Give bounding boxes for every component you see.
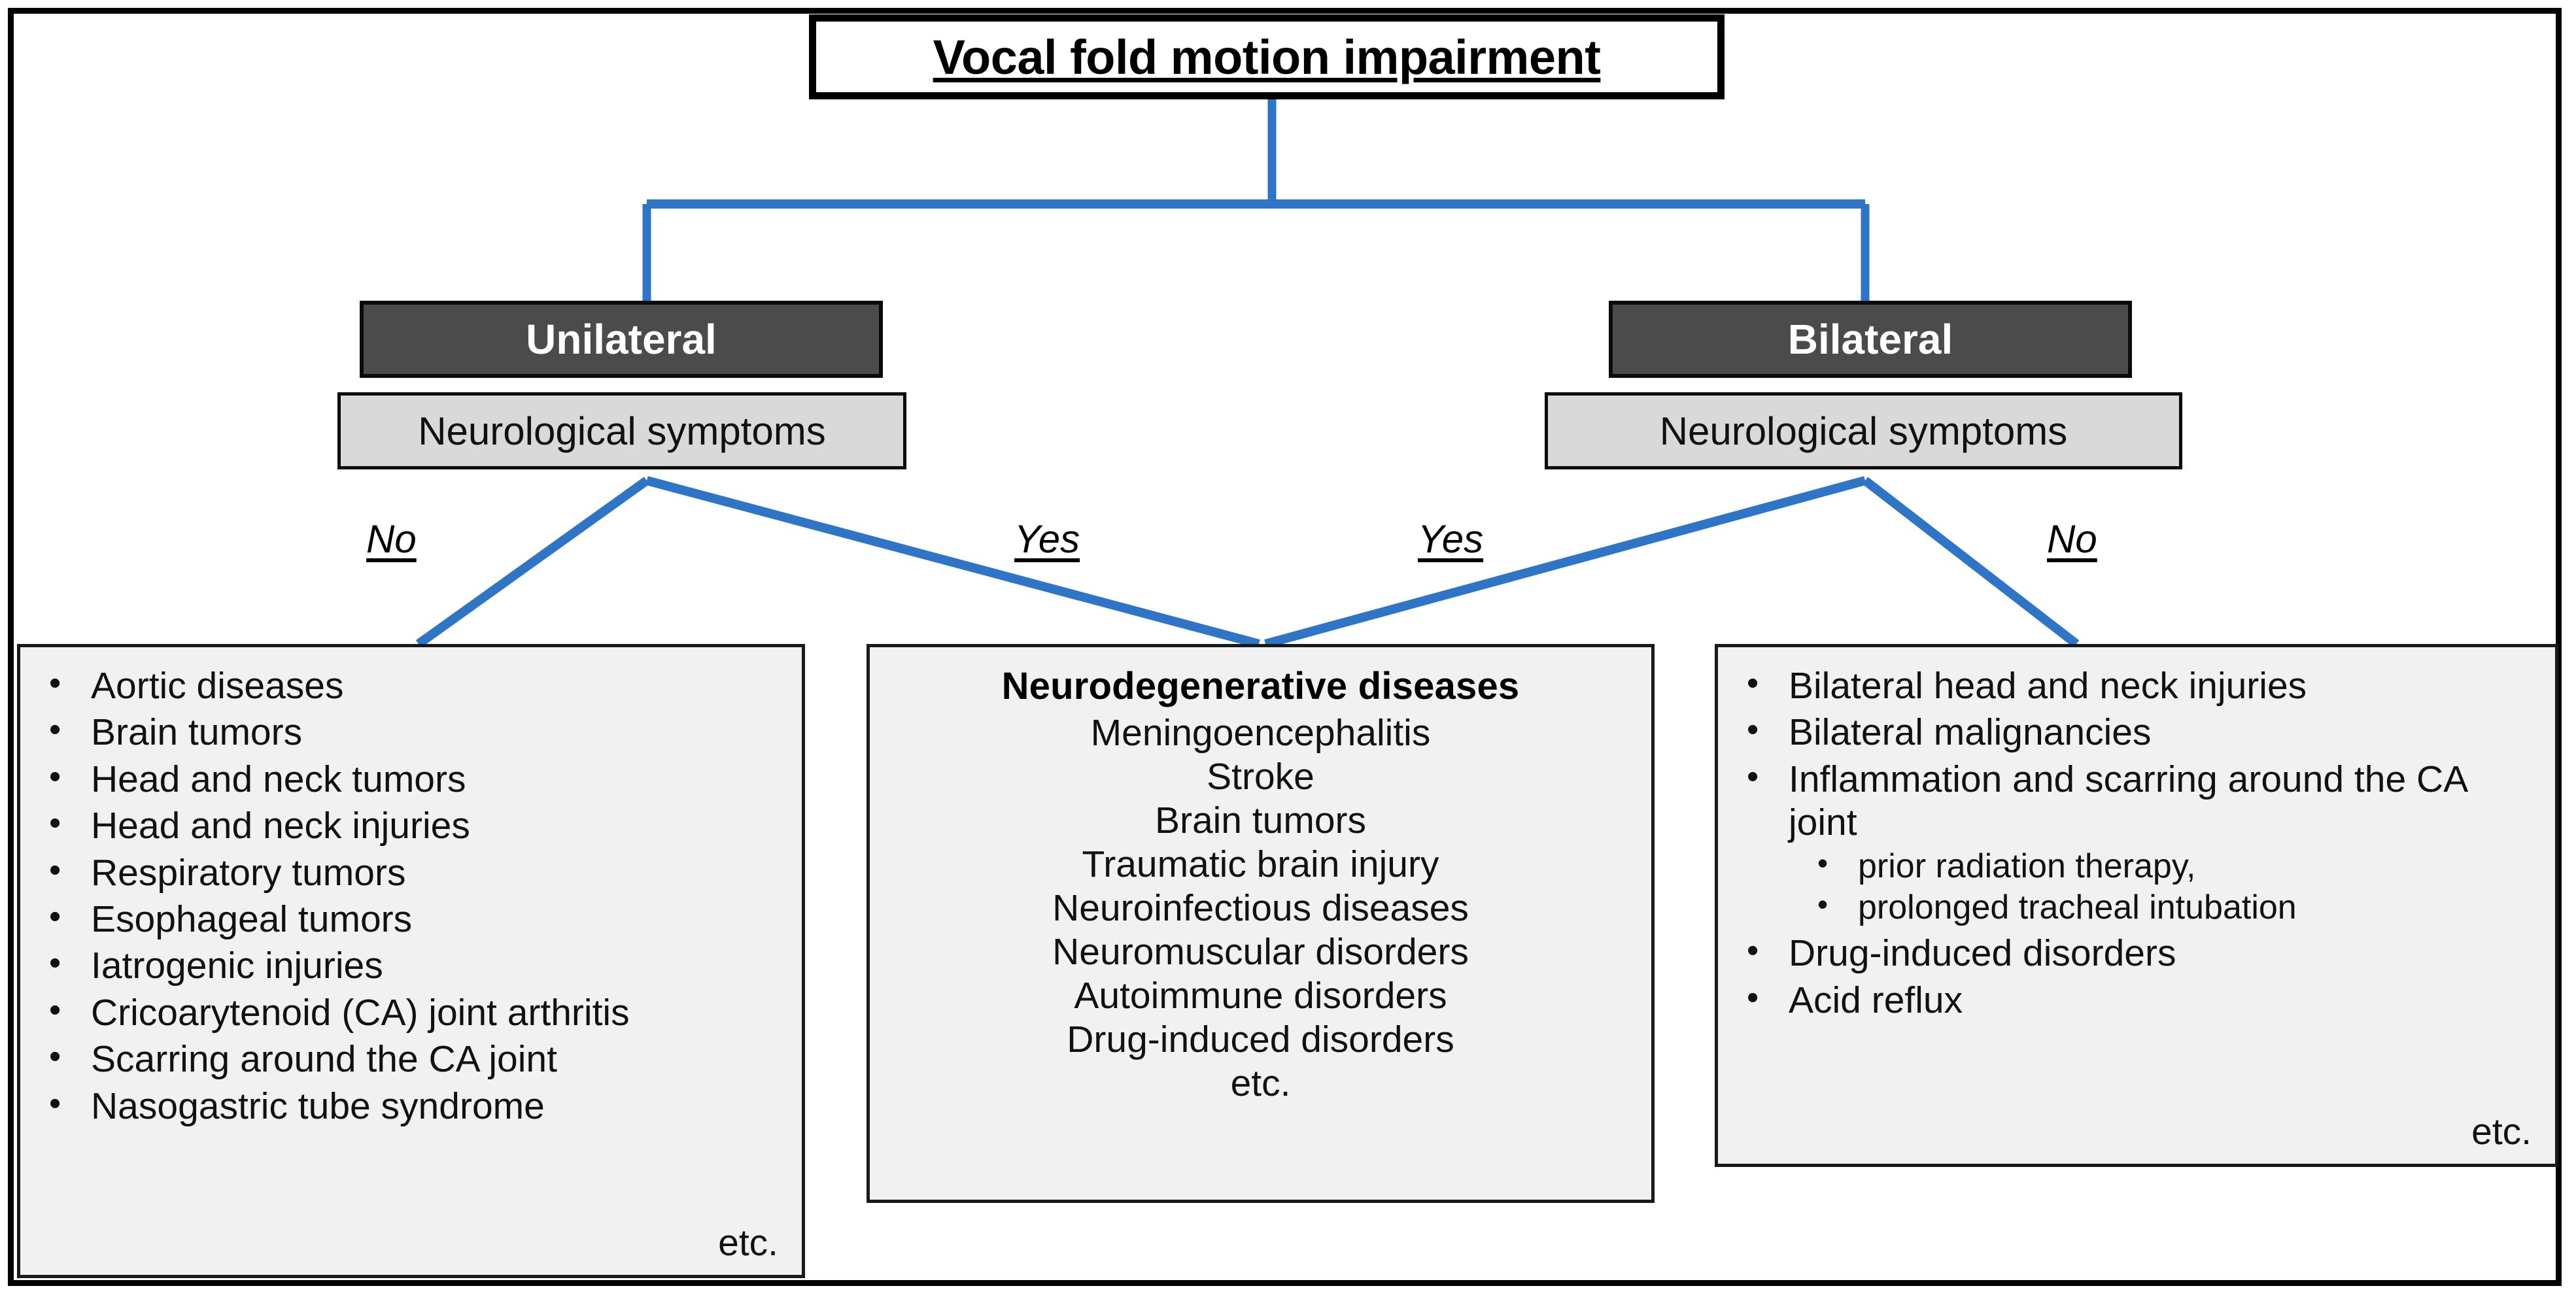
list-item: Head and neck injuries bbox=[40, 803, 782, 847]
list-box-unilateral-no: Aortic diseases Brain tumors Head and ne… bbox=[17, 644, 805, 1278]
list-item-label: Bilateral head and neck injuries bbox=[1789, 665, 2307, 707]
list-item-label: Head and neck tumors bbox=[91, 758, 466, 800]
list-bilateral-no-items: Bilateral head and neck injuries Bilater… bbox=[1738, 663, 2535, 1022]
branch-label-bilateral: Bilateral bbox=[1787, 316, 1953, 363]
edge-label-bilateral-no: No bbox=[2047, 517, 2097, 561]
etc-label-unilateral-no: etc. bbox=[718, 1222, 778, 1264]
list-item: Neuromuscular disorders bbox=[1052, 931, 1469, 973]
question-box-unilateral: Neurological symptoms bbox=[337, 392, 906, 469]
list-item: Drug-induced disorders bbox=[1738, 930, 2535, 975]
list-item-label: Scarring around the CA joint bbox=[91, 1038, 557, 1081]
list-item: Scarring around the CA joint bbox=[40, 1036, 782, 1081]
list-item: Drug-induced disorders bbox=[1067, 1019, 1454, 1061]
list-item-label: Iatrogenic injuries bbox=[91, 945, 383, 987]
list-item: Stroke bbox=[1207, 756, 1314, 798]
list-item: Brain tumors bbox=[1154, 800, 1367, 842]
list-item-label: Cricoarytenoid (CA) joint arthritis bbox=[91, 991, 630, 1034]
sub-list-item: prior radiation therapy, bbox=[1789, 845, 2535, 887]
list-box-neurological: Neurodegenerative diseases Meningoenceph… bbox=[867, 644, 1655, 1203]
question-box-bilateral: Neurological symptoms bbox=[1545, 392, 2182, 469]
list-item-label: Acid reflux bbox=[1789, 979, 1963, 1021]
list-item: Traumatic brain injury bbox=[1082, 843, 1439, 886]
list-item: Acid reflux bbox=[1738, 977, 2535, 1022]
list-item: Iatrogenic injuries bbox=[40, 943, 782, 987]
sublist-ca-joint-causes: prior radiation therapy, prolonged trach… bbox=[1789, 845, 2535, 929]
list-box-bilateral-no: Bilateral head and neck injuries Bilater… bbox=[1715, 644, 2558, 1167]
list-item: Head and neck tumors bbox=[40, 756, 782, 801]
list-unilateral-no-items: Aortic diseases Brain tumors Head and ne… bbox=[40, 663, 782, 1128]
list-item-label: Nasogastric tube syndrome bbox=[91, 1085, 545, 1127]
page-title: Vocal fold motion impairment bbox=[933, 29, 1601, 84]
sub-list-item-label: prolonged tracheal intubation bbox=[1858, 888, 2297, 926]
list-item: Nasogastric tube syndrome bbox=[40, 1083, 782, 1128]
edge-label-unilateral-no: No bbox=[366, 517, 417, 561]
list-item: Brain tumors bbox=[40, 709, 782, 754]
list-item: Meningoencephalitis bbox=[1090, 712, 1431, 754]
list-item: Bilateral malignancies bbox=[1738, 709, 2535, 754]
list-item: Cricoarytenoid (CA) joint arthritis bbox=[40, 990, 782, 1034]
edge-label-unilateral-yes: Yes bbox=[1014, 517, 1080, 561]
list-item: Esophageal tumors bbox=[40, 896, 782, 941]
etc-label-neurological: etc. bbox=[1230, 1062, 1291, 1105]
neurological-heading: Neurodegenerative diseases bbox=[1001, 665, 1520, 707]
question-label-unilateral: Neurological symptoms bbox=[418, 409, 826, 453]
list-item: Aortic diseases bbox=[40, 663, 782, 707]
branch-box-unilateral: Unilateral bbox=[360, 301, 883, 378]
edge-label-bilateral-yes: Yes bbox=[1418, 517, 1484, 561]
list-item-label: Aortic diseases bbox=[91, 665, 344, 707]
list-item: Respiratory tumors bbox=[40, 850, 782, 894]
list-item-label: Inflammation and scarring around the CA … bbox=[1789, 758, 2467, 844]
branch-label-unilateral: Unilateral bbox=[526, 316, 717, 363]
list-item: Inflammation and scarring around the CA … bbox=[1738, 756, 2535, 929]
sub-list-item-label: prior radiation therapy, bbox=[1858, 847, 2196, 885]
list-item: Neuroinfectious diseases bbox=[1052, 887, 1469, 930]
branch-box-bilateral: Bilateral bbox=[1609, 301, 2132, 378]
sub-list-item: prolonged tracheal intubation bbox=[1789, 886, 2535, 928]
question-label-bilateral: Neurological symptoms bbox=[1659, 409, 2068, 453]
list-item: Bilateral head and neck injuries bbox=[1738, 663, 2535, 707]
list-item-label: Bilateral malignancies bbox=[1789, 711, 2152, 754]
title-box: Vocal fold motion impairment bbox=[809, 14, 1725, 99]
list-item-label: Brain tumors bbox=[91, 711, 303, 754]
list-item-label: Head and neck injuries bbox=[91, 805, 470, 847]
list-item-label: Esophageal tumors bbox=[91, 898, 413, 940]
list-item-label: Respiratory tumors bbox=[91, 851, 406, 894]
list-item: Autoimmune disorders bbox=[1074, 975, 1447, 1017]
etc-label-bilateral-no: etc. bbox=[2471, 1111, 2532, 1153]
list-item-label: Drug-induced disorders bbox=[1789, 932, 2176, 975]
